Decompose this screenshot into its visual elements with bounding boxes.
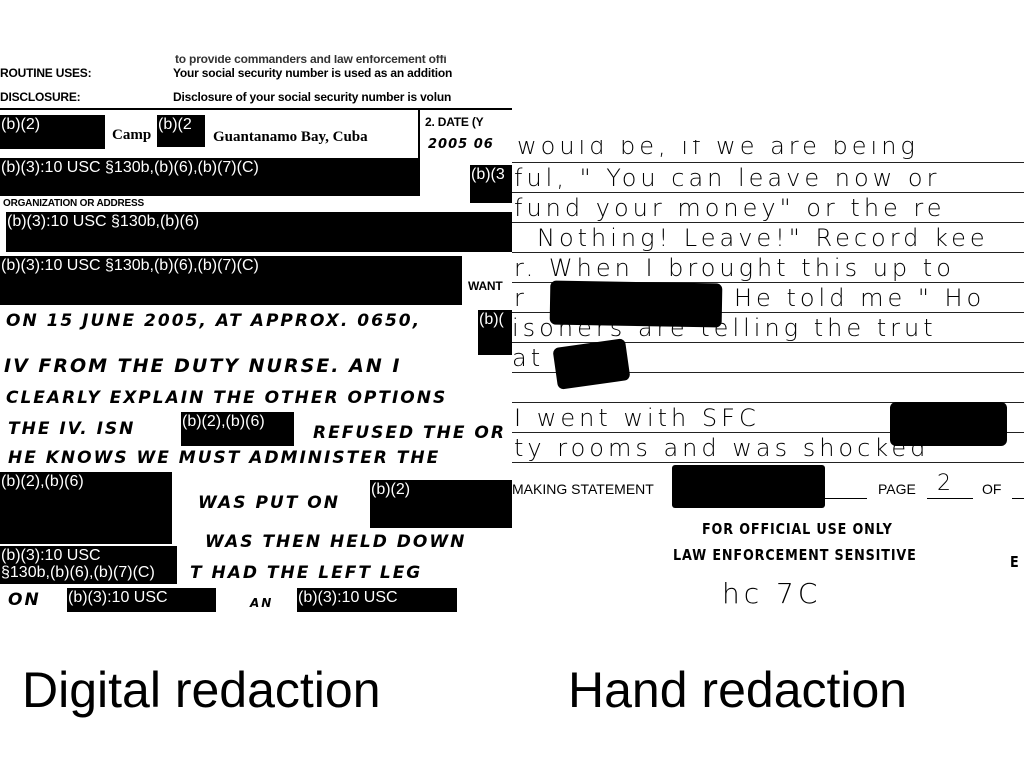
redaction-box: (b)(3):10 USC §130b,(b)(6) <box>6 212 512 252</box>
ruled-line <box>512 432 1024 433</box>
ruled-line <box>512 402 1024 403</box>
redaction-text: (b)(3):10 USC <box>1 547 101 564</box>
location-text: Guantanamo Bay, Cuba <box>213 129 368 145</box>
handwritten-line: Nothing! Leave!" Record kee <box>537 224 989 252</box>
ruled-line <box>512 162 1024 163</box>
org-label: ORGANIZATION OR ADDRESS <box>3 198 144 209</box>
ruled-line <box>512 462 1024 463</box>
marker-redaction <box>672 465 825 508</box>
page-value: 2 <box>937 471 955 496</box>
handwritten-line: T HAD THE LEFT LEG <box>190 563 423 583</box>
page-label: PAGE <box>878 481 916 497</box>
caption-digital-redaction: Digital redaction <box>22 662 381 718</box>
handwritten-line: HE KNOWS WE MUST ADMINISTER THE <box>8 448 441 468</box>
stamp-edge: E <box>1010 553 1020 571</box>
bottom-note: hc 7C <box>722 577 822 610</box>
handwritten-line: ON 15 JUNE 2005, AT APPROX. 0650, <box>6 311 422 331</box>
handwritten-line: He told me " Ho <box>734 284 986 312</box>
handwritten-line: fund your money" or the re <box>514 194 946 222</box>
ruled-line <box>512 312 1024 313</box>
page-line <box>927 498 973 499</box>
disclosure-label: DISCLOSURE: <box>0 90 81 104</box>
redaction-box: (b)(2),(b)(6) <box>181 412 294 446</box>
handwritten-line: WAS PUT ON <box>198 493 340 513</box>
redaction-box: (b)(3 <box>470 165 512 203</box>
ruled-line <box>512 192 1024 193</box>
ruled-line <box>512 222 1024 223</box>
redaction-box: (b)(2) <box>370 480 512 528</box>
digital-redaction-document: to provide commanders and law enforcemen… <box>0 55 512 612</box>
handwritten-line: r. When I brought this up to <box>514 254 955 282</box>
form-divider <box>0 108 512 110</box>
redaction-box: (b)( <box>478 310 512 355</box>
stamp-official-use: FOR OFFICIAL USE ONLY <box>702 520 893 538</box>
handwritten-line: REFUSED THE OR <box>313 423 506 443</box>
handwritten-line: would be, if we are being <box>517 140 919 160</box>
routine-uses-text: Your social security number is used as a… <box>173 66 453 80</box>
handwritten-line: I went with SFC <box>514 404 760 432</box>
handwritten-line: isoners are telling the trut <box>512 314 937 342</box>
handwritten-line: AN <box>250 596 274 610</box>
marker-redaction <box>890 402 1007 446</box>
handwritten-line: at <box>512 344 545 372</box>
disclosure-text: Disclosure of your social security numbe… <box>173 90 452 104</box>
of-label: OF <box>982 481 1002 497</box>
handwritten-line: ful, " You can leave now or <box>514 164 941 192</box>
stamp-law-enforcement: LAW ENFORCEMENT SENSITIVE <box>673 546 917 564</box>
routine-uses-label: ROUTINE USES: <box>0 66 92 80</box>
ruled-line <box>512 282 1024 283</box>
want-label: WANT <box>468 279 503 293</box>
redaction-box: (b)(2),(b)(6) <box>0 472 172 544</box>
handwritten-line: CLEARLY EXPLAIN THE OTHER OPTIONS <box>6 388 448 408</box>
hand-redaction-document: would be, if we are being ful, " You can… <box>512 140 1024 612</box>
caption-hand-redaction: Hand redaction <box>568 662 908 718</box>
ruled-line <box>512 252 1024 253</box>
redaction-box: (b)(3):10 USC §130b,(b)(6),(b)(7)(C) <box>0 158 420 196</box>
handwritten-line: ty rooms and was shocked <box>514 434 930 462</box>
making-statement-label: MAKING STATEMENT <box>512 481 654 497</box>
marker-redaction <box>552 338 631 390</box>
redaction-box: (b)(3):10 USC §130b,(b)(6),(b)(7)(C) <box>0 546 177 584</box>
handwritten-line: r <box>514 284 528 312</box>
redaction-box: (b)(3):10 USC <box>297 588 457 612</box>
redaction-text: §130b,(b)(6),(b)(7)(C) <box>1 564 155 581</box>
date-label: 2. DATE (Y <box>425 115 484 129</box>
location-prefix: Camp <box>112 127 152 143</box>
redaction-box: (b)(3):10 USC <box>67 588 216 612</box>
handwritten-line: ON <box>8 590 41 610</box>
handwritten-line: IV FROM THE DUTY NURSE. AN I <box>4 355 402 377</box>
ruled-line <box>512 372 1024 373</box>
date-value: 2005 06 <box>428 137 494 152</box>
handwritten-line: WAS THEN HELD DOWN <box>205 532 467 552</box>
redaction-box: (b)(2 <box>157 115 205 147</box>
form-box-border <box>418 110 420 160</box>
header-partial: to provide commanders and law enforcemen… <box>175 55 447 66</box>
ruled-line <box>512 342 1024 343</box>
of-line <box>1012 498 1024 499</box>
redaction-box: (b)(2) <box>0 115 105 149</box>
handwritten-line: THE IV. ISN <box>8 419 136 439</box>
redaction-box: (b)(3):10 USC §130b,(b)(6),(b)(7)(C) <box>0 256 462 305</box>
